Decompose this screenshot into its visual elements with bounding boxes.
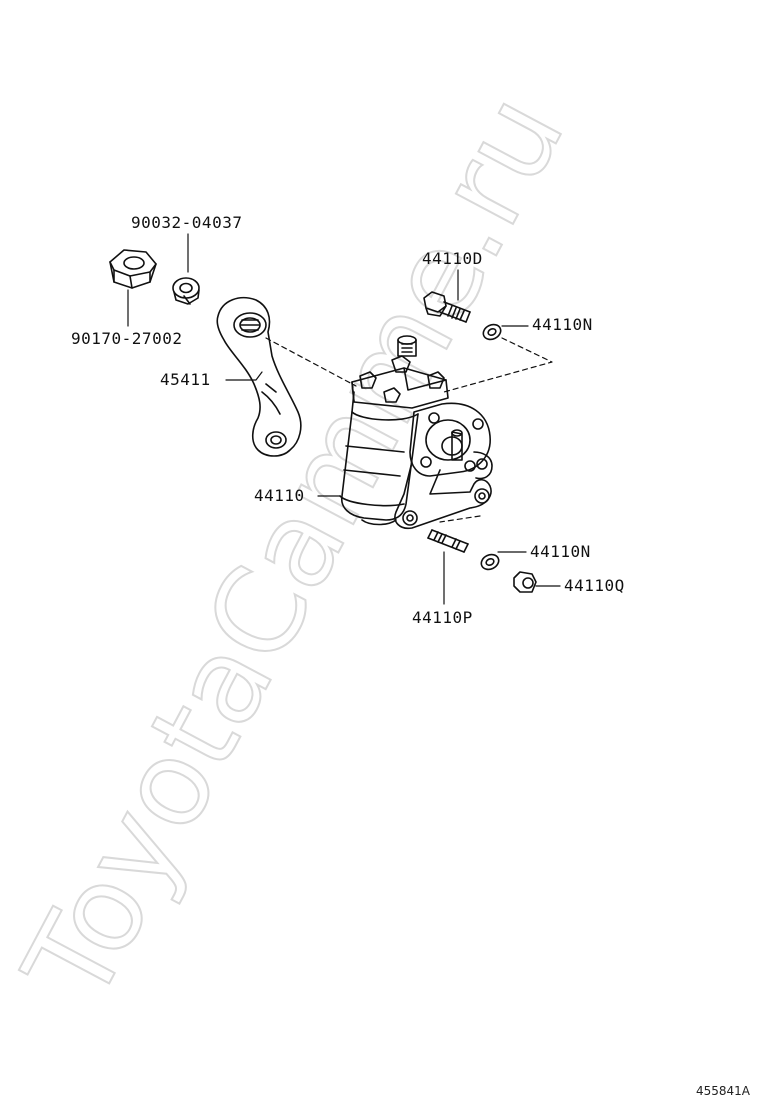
label-washer-top[interactable]: 90032-04037 [131, 213, 243, 232]
label-gear-assembly[interactable]: 44110 [254, 486, 305, 505]
stud-part[interactable] [427, 529, 469, 553]
label-nut-left[interactable]: 90170-27002 [71, 329, 183, 348]
label-washer-upper[interactable]: 44110N [532, 315, 593, 334]
dashed-leaders [265, 337, 553, 523]
label-bolt[interactable]: 44110D [422, 249, 483, 268]
label-pitman-arm[interactable]: 45411 [160, 370, 211, 389]
label-leaders [127, 233, 561, 605]
bolt-part[interactable] [423, 291, 471, 323]
label-washer-lower[interactable]: 44110N [530, 542, 591, 561]
lower-nut-part[interactable] [513, 571, 537, 593]
flat-washer-upper-part[interactable] [481, 322, 503, 342]
steering-gear-assembly[interactable] [339, 335, 493, 530]
flat-washer-lower-part[interactable] [479, 552, 501, 572]
pitman-arm-part[interactable] [216, 296, 302, 457]
label-stud[interactable]: 44110P [412, 608, 473, 627]
reference-code: 455841A [695, 1084, 750, 1098]
hex-nut-part[interactable] [109, 249, 157, 289]
label-nut-lower[interactable]: 44110Q [564, 576, 625, 595]
lock-washer-part[interactable] [172, 277, 200, 305]
